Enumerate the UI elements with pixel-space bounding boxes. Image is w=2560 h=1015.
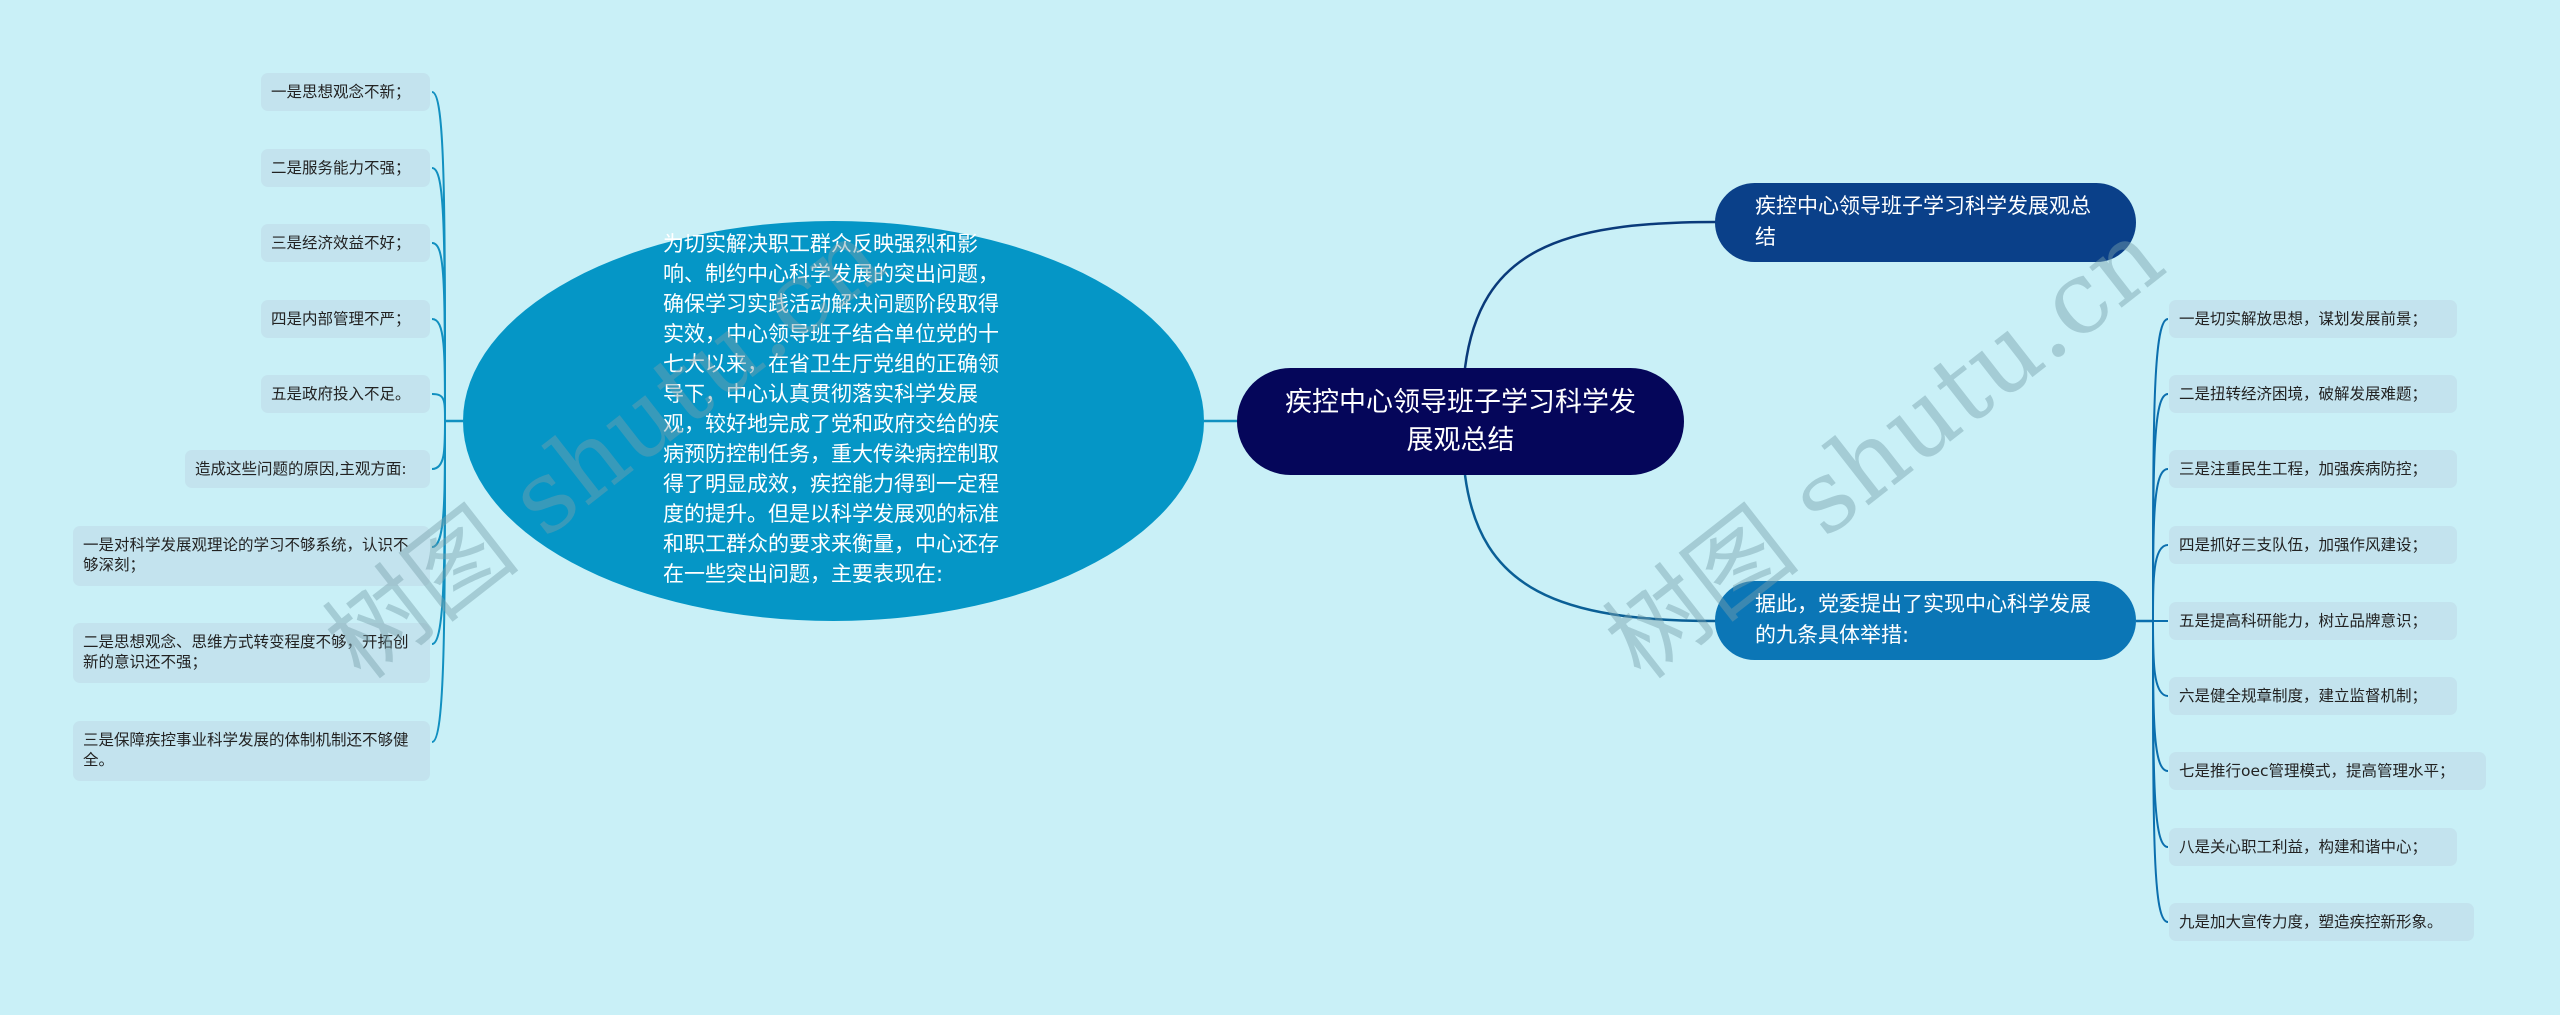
leaf-measure-6[interactable]: 六是健全规章制度，建立监督机制； xyxy=(2169,677,2457,715)
leaf-label: 二是思想观念、思维方式转变程度不够，开拓创新的意识还不强； xyxy=(83,633,409,671)
leaf-label: 一是切实解放思想，谋划发展前景； xyxy=(2179,310,2428,328)
leaf-measure-1[interactable]: 一是切实解放思想，谋划发展前景； xyxy=(2169,300,2457,338)
branch-label: 为切实解决职工群众反映强烈和影响、制约中心科学发展的突出问题，确保学习实践活动解… xyxy=(663,232,999,586)
leaf-cause-1[interactable]: 一是对科学发展观理论的学习不够系统，认识不够深刻； xyxy=(73,526,430,586)
leaf-measure-4[interactable]: 四是抓好三支队伍，加强作风建设； xyxy=(2169,526,2457,564)
leaf-label: 一是思想观念不新； xyxy=(271,83,411,101)
leaf-measure-7[interactable]: 七是推行oec管理模式，提高管理水平； xyxy=(2169,752,2486,790)
leaf-label: 三是保障疾控事业科学发展的体制机制还不够健全。 xyxy=(83,731,409,769)
leaf-problem-4[interactable]: 四是内部管理不严； xyxy=(261,300,430,338)
leaf-label: 六是健全规章制度，建立监督机制； xyxy=(2179,687,2428,705)
leaf-measure-5[interactable]: 五是提高科研能力，树立品牌意识； xyxy=(2169,602,2457,640)
branch-node-nine-measures[interactable]: 据此，党委提出了实现中心科学发展的九条具体举措: xyxy=(1715,581,2136,660)
leaf-measure-9[interactable]: 九是加大宣传力度，塑造疾控新形象。 xyxy=(2169,903,2474,941)
leaf-label: 一是对科学发展观理论的学习不够系统，认识不够深刻； xyxy=(83,536,409,574)
leaf-label: 四是内部管理不严； xyxy=(271,310,411,328)
leaf-cause-intro[interactable]: 造成这些问题的原因,主观方面: xyxy=(185,450,430,488)
branch-node-summary-title[interactable]: 疾控中心领导班子学习科学发展观总结 xyxy=(1715,183,2136,262)
leaf-label: 二是服务能力不强； xyxy=(271,159,411,177)
leaf-measure-8[interactable]: 八是关心职工利益，构建和谐中心； xyxy=(2169,828,2457,866)
leaf-label: 四是抓好三支队伍，加强作风建设； xyxy=(2179,536,2428,554)
branch-node-problems-description[interactable]: 为切实解决职工群众反映强烈和影响、制约中心科学发展的突出问题，确保学习实践活动解… xyxy=(463,221,1204,621)
central-topic-node[interactable]: 疾控中心领导班子学习科学发展观总结 xyxy=(1237,368,1684,475)
leaf-cause-3[interactable]: 三是保障疾控事业科学发展的体制机制还不够健全。 xyxy=(73,721,430,781)
leaf-label: 三是注重民生工程，加强疾病防控； xyxy=(2179,460,2428,478)
leaf-label: 八是关心职工利益，构建和谐中心； xyxy=(2179,838,2428,856)
leaf-measure-3[interactable]: 三是注重民生工程，加强疾病防控； xyxy=(2169,450,2457,488)
leaf-problem-5[interactable]: 五是政府投入不足。 xyxy=(261,375,430,413)
leaf-measure-2[interactable]: 二是扭转经济困境，破解发展难题； xyxy=(2169,375,2457,413)
leaf-cause-2[interactable]: 二是思想观念、思维方式转变程度不够，开拓创新的意识还不强； xyxy=(73,623,430,683)
central-topic-label: 疾控中心领导班子学习科学发展观总结 xyxy=(1285,386,1636,456)
leaf-label: 造成这些问题的原因,主观方面: xyxy=(195,460,407,478)
leaf-problem-3[interactable]: 三是经济效益不好； xyxy=(261,224,430,262)
leaf-label: 三是经济效益不好； xyxy=(271,234,411,252)
leaf-problem-1[interactable]: 一是思想观念不新； xyxy=(261,73,430,111)
leaf-label: 五是提高科研能力，树立品牌意识； xyxy=(2179,612,2428,630)
branch-label: 疾控中心领导班子学习科学发展观总结 xyxy=(1755,194,2091,249)
branch-label: 据此，党委提出了实现中心科学发展的九条具体举措: xyxy=(1755,592,2091,647)
leaf-problem-2[interactable]: 二是服务能力不强； xyxy=(261,149,430,187)
leaf-label: 九是加大宣传力度，塑造疾控新形象。 xyxy=(2179,913,2443,931)
leaf-label: 二是扭转经济困境，破解发展难题； xyxy=(2179,385,2428,403)
leaf-label: 七是推行oec管理模式，提高管理水平； xyxy=(2179,762,2455,780)
leaf-label: 五是政府投入不足。 xyxy=(271,385,411,403)
